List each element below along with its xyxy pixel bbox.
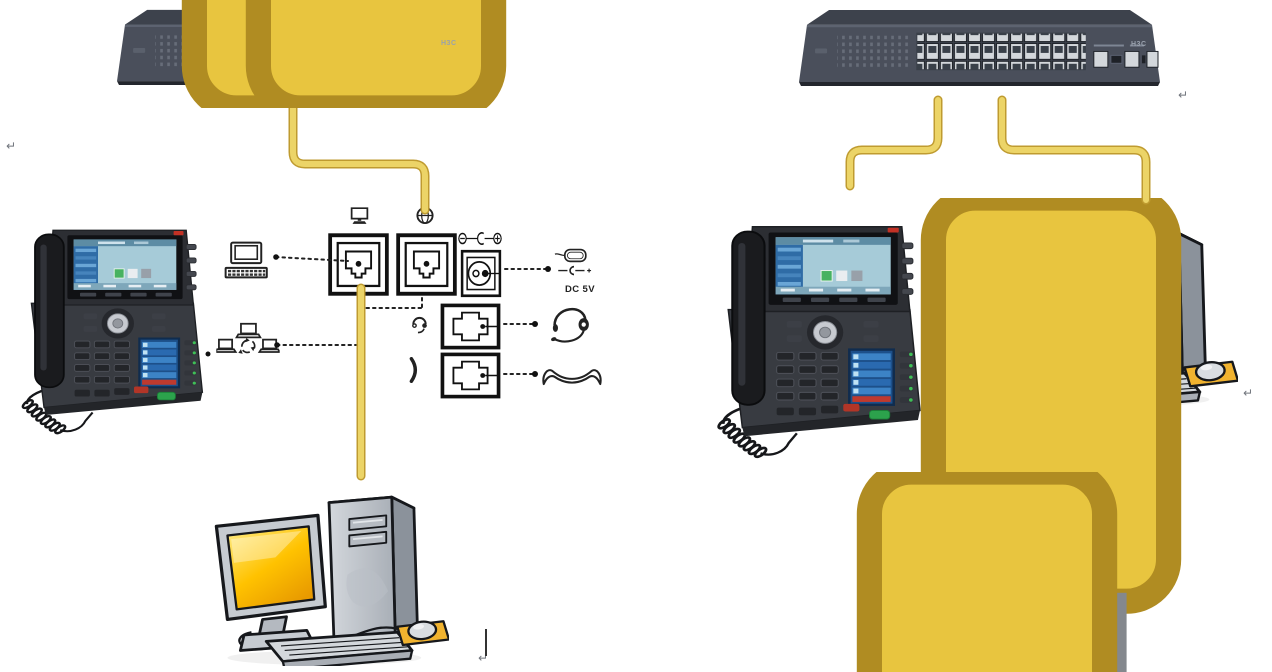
paragraph-mark: ↵ <box>6 139 17 153</box>
text-cursor <box>485 629 487 656</box>
left-ip-phone <box>8 226 206 436</box>
right-ethernet-switch <box>799 7 1160 86</box>
right-desktop-computer <box>990 224 1238 408</box>
dotted-connector-lines <box>205 254 551 377</box>
paragraph-mark: ↵ <box>1178 88 1189 102</box>
right-ip-phone <box>702 222 924 460</box>
right-switch-brand-label: H3C <box>1131 41 1147 48</box>
paragraph-mark: ↵ <box>1243 386 1254 400</box>
left-switch-brand-label: H3C <box>441 40 457 47</box>
paragraph-mark: ↵ <box>478 651 489 665</box>
dc-5v-label: DC 5V <box>565 284 595 295</box>
left-ethernet-switch <box>117 7 479 85</box>
left-desktop-computer <box>209 488 449 666</box>
